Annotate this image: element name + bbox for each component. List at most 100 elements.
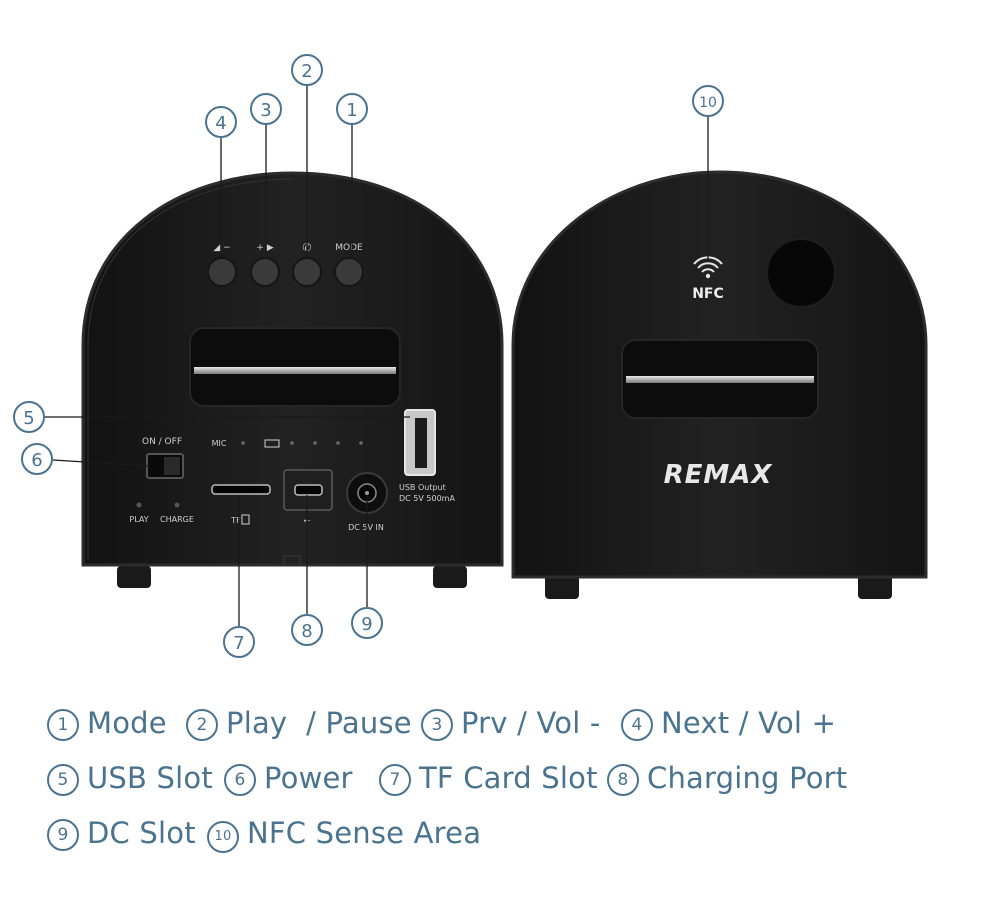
legend-text: Charging Port <box>647 761 848 795</box>
nfc-icon-dot <box>705 273 711 279</box>
legend-number: 7 <box>379 764 411 796</box>
legend-number: 10 <box>207 821 239 853</box>
body-edge-left <box>87 178 294 560</box>
battery-led-4 <box>359 441 363 445</box>
callout-6: 6 <box>21 443 53 475</box>
usb-slot-tongue <box>415 418 427 468</box>
legend-number: 8 <box>607 764 639 796</box>
callout-3: 3 <box>250 93 282 125</box>
legend-number: 6 <box>224 764 256 796</box>
vol-down-symbol: ◢ − <box>213 243 230 253</box>
tf-card-slot[interactable] <box>211 484 271 495</box>
mode-label: MODE <box>335 243 363 253</box>
nfc-label: NFC <box>692 286 724 302</box>
dc-jack-pin <box>365 491 369 495</box>
callout-1: 1 <box>336 93 368 125</box>
legend-number: 9 <box>47 819 79 851</box>
svg-text:1: 1 <box>346 100 357 121</box>
svg-text:4: 4 <box>215 113 226 134</box>
svg-text:7: 7 <box>233 633 244 654</box>
on-off-label: ON / OFF <box>142 437 182 447</box>
next-vol-up-button[interactable] <box>207 257 237 287</box>
nfc-icon-arc-1 <box>701 268 715 273</box>
legend-text: Prv / Vol - <box>461 706 601 740</box>
svg-text:9: 9 <box>361 614 372 635</box>
mic-label: MIC <box>212 439 227 448</box>
play-led-label: PLAY <box>129 515 148 524</box>
callout-7: 7 <box>223 626 255 658</box>
prev-vol-down-button[interactable] <box>250 257 280 287</box>
legend-number: 3 <box>421 709 453 741</box>
callout-badges: 1 2 3 4 5 6 7 8 <box>13 54 724 658</box>
play-pause-button[interactable] <box>292 257 322 287</box>
battery-icon <box>264 439 280 448</box>
callout-9: 9 <box>351 607 383 639</box>
speaker-back-view: ◢ − + ▶ ✆ MODE ON / OFF PLAY CHARGE MIC … <box>81 171 504 588</box>
handle-bar <box>194 367 396 374</box>
mic-hole <box>241 441 245 445</box>
callout-10: 10 <box>692 85 724 117</box>
charge-led-label: CHARGE <box>160 515 194 524</box>
legend-number: 4 <box>621 709 653 741</box>
tf-card-icon <box>241 514 250 525</box>
power-switch-knob <box>164 457 180 475</box>
play-led <box>136 502 142 508</box>
brand-logo: REMAX <box>664 460 774 490</box>
dc-in-label: DC 5V IN <box>348 523 384 532</box>
charging-port[interactable] <box>294 484 323 496</box>
legend-text: NFC Sense Area <box>247 816 482 850</box>
battery-led-3 <box>336 441 340 445</box>
vol-up-symbol: + ▶ <box>256 243 273 253</box>
bottom-notch <box>283 555 301 565</box>
svg-text:3: 3 <box>260 100 271 121</box>
foot-right-front <box>858 575 892 599</box>
handle-bar-front <box>626 376 814 383</box>
usb-output-spec: DC 5V 500mA <box>399 494 455 503</box>
legend-number: 2 <box>186 709 218 741</box>
foot-left <box>117 566 151 588</box>
svg-text:10: 10 <box>699 95 717 111</box>
legend-text: TF Card Slot <box>419 761 598 795</box>
phone-holder-hole <box>766 238 836 308</box>
legend-text: USB Slot <box>87 761 213 795</box>
callout-lines <box>45 86 709 626</box>
nfc-icon-arc-2 <box>697 262 719 269</box>
foot-right <box>433 566 467 588</box>
charge-led <box>174 502 180 508</box>
tf-label: TF <box>230 516 241 525</box>
callout-4: 4 <box>205 106 237 138</box>
legend-text: Mode <box>87 706 167 740</box>
callout-8: 8 <box>291 614 323 646</box>
foot-left-front <box>545 575 579 599</box>
battery-led-2 <box>313 441 317 445</box>
legend-number: 5 <box>47 764 79 796</box>
legend-number: 1 <box>47 709 79 741</box>
legend-text: Power <box>264 761 353 795</box>
legend-text: Next / Vol + <box>661 706 837 740</box>
svg-text:6: 6 <box>31 450 42 471</box>
svg-text:5: 5 <box>23 408 34 429</box>
callout-2: 2 <box>291 54 323 86</box>
usb-output-label: USB Output <box>399 483 446 492</box>
leader-6 <box>52 459 151 467</box>
battery-led-1 <box>290 441 294 445</box>
svg-text:8: 8 <box>301 621 312 642</box>
mode-button[interactable] <box>334 257 364 287</box>
svg-text:2: 2 <box>301 61 312 82</box>
legend-text: Play / Pause <box>226 706 412 740</box>
speaker-front-view: NFC REMAX <box>511 170 928 599</box>
legend-text: DC Slot <box>87 816 196 850</box>
callout-5: 5 <box>13 401 45 433</box>
